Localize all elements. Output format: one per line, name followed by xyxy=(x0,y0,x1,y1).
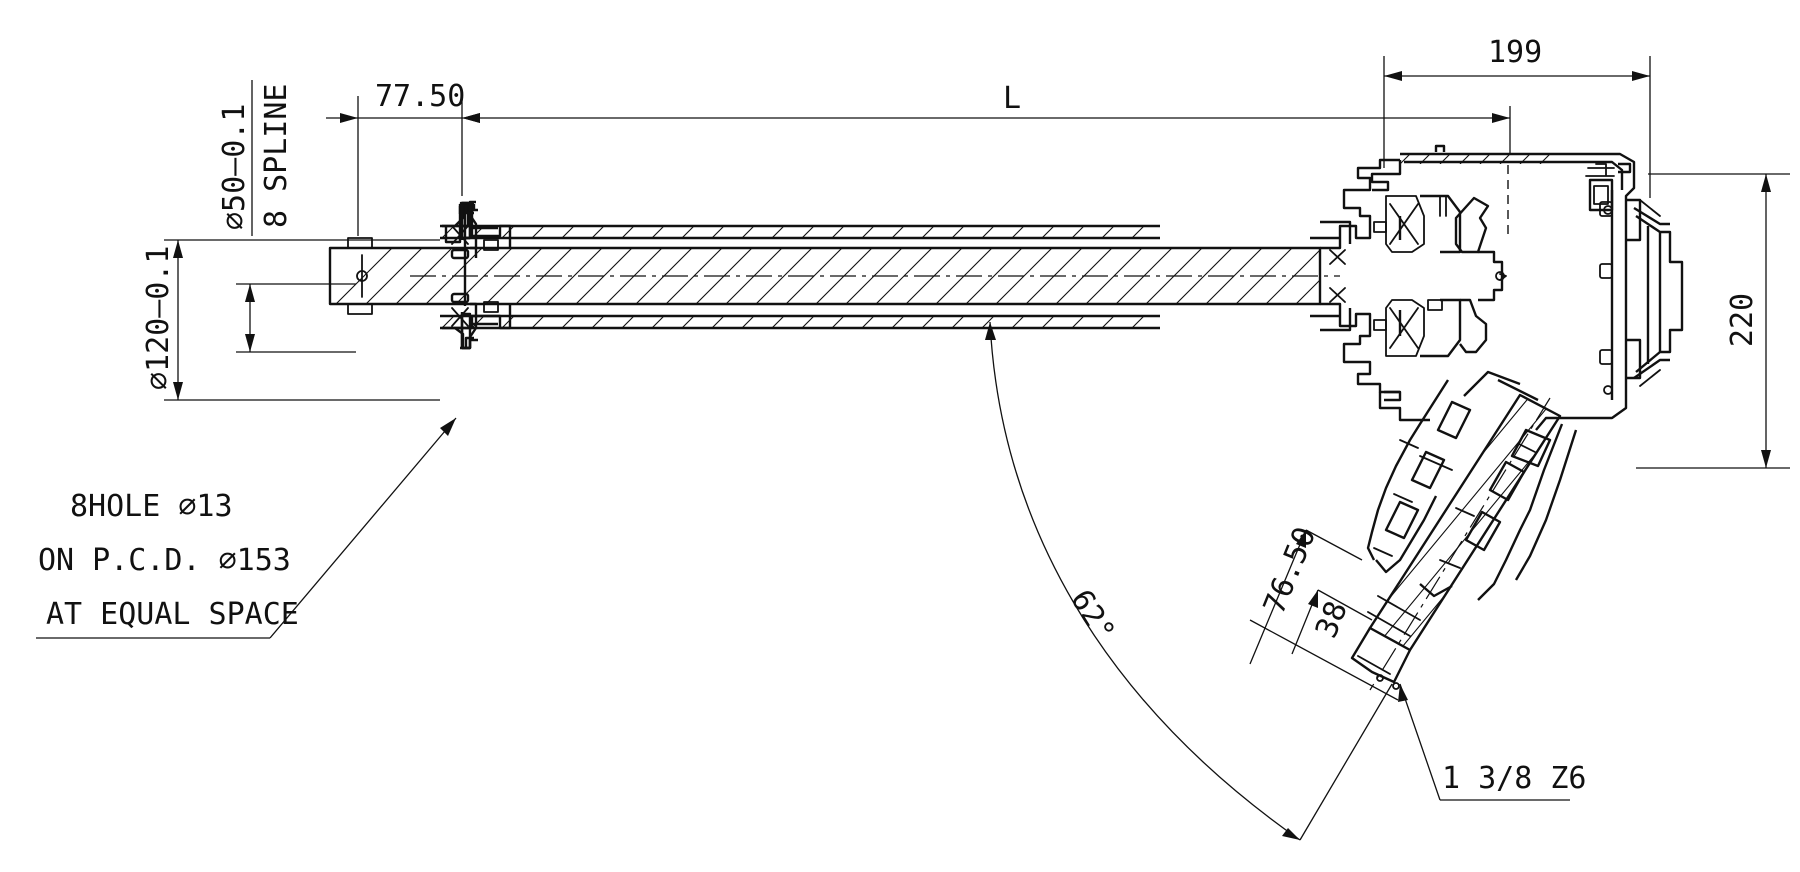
hole-note-line3: AT EQUAL SPACE xyxy=(46,597,299,632)
dim-housing-height: 220 xyxy=(1636,173,1790,469)
gearbox-housing xyxy=(1370,144,1684,431)
dim-199-label: 199 xyxy=(1488,35,1542,70)
dim-angle: 62° xyxy=(985,321,1393,841)
dim-spline-spec-label: 8 SPLINE xyxy=(259,84,294,229)
shaft-tube xyxy=(410,224,1340,330)
dim-flange-diameter: ∅120—0.1 xyxy=(141,239,440,401)
dim-L-label: L xyxy=(1003,81,1021,116)
input-shaft xyxy=(328,237,1322,315)
output-spline-label: 1 3/8 Z6 xyxy=(1442,761,1587,796)
hole-note-line1: 8HOLE ∅13 xyxy=(70,489,233,524)
dim-flange-diameter-label: ∅120—0.1 xyxy=(141,246,176,391)
bearing-housing xyxy=(1310,158,1425,394)
dim-angle-label: 62° xyxy=(1063,584,1121,649)
dim-spline-diameter-label: ∅50—0.1 xyxy=(217,104,252,230)
dim-housing-width: 199 xyxy=(1383,35,1651,198)
dim-77-50-label: 77.50 xyxy=(375,79,465,114)
dim-220-label: 220 xyxy=(1725,293,1760,347)
dim-shaft-length: L xyxy=(462,81,1511,154)
dim-flange-offset: 77.50 xyxy=(326,79,480,236)
output-spline-note: 1 3/8 Z6 xyxy=(1398,683,1587,801)
output-shaft xyxy=(1350,370,1578,691)
dim-spline-diameter: ∅50—0.1 8 SPLINE xyxy=(217,80,356,353)
hole-note-line2: ON P.C.D. ∅153 xyxy=(38,543,291,578)
flange-plate xyxy=(459,200,476,350)
hole-note: 8HOLE ∅13 ON P.C.D. ∅153 AT EQUAL SPACE xyxy=(36,417,457,639)
